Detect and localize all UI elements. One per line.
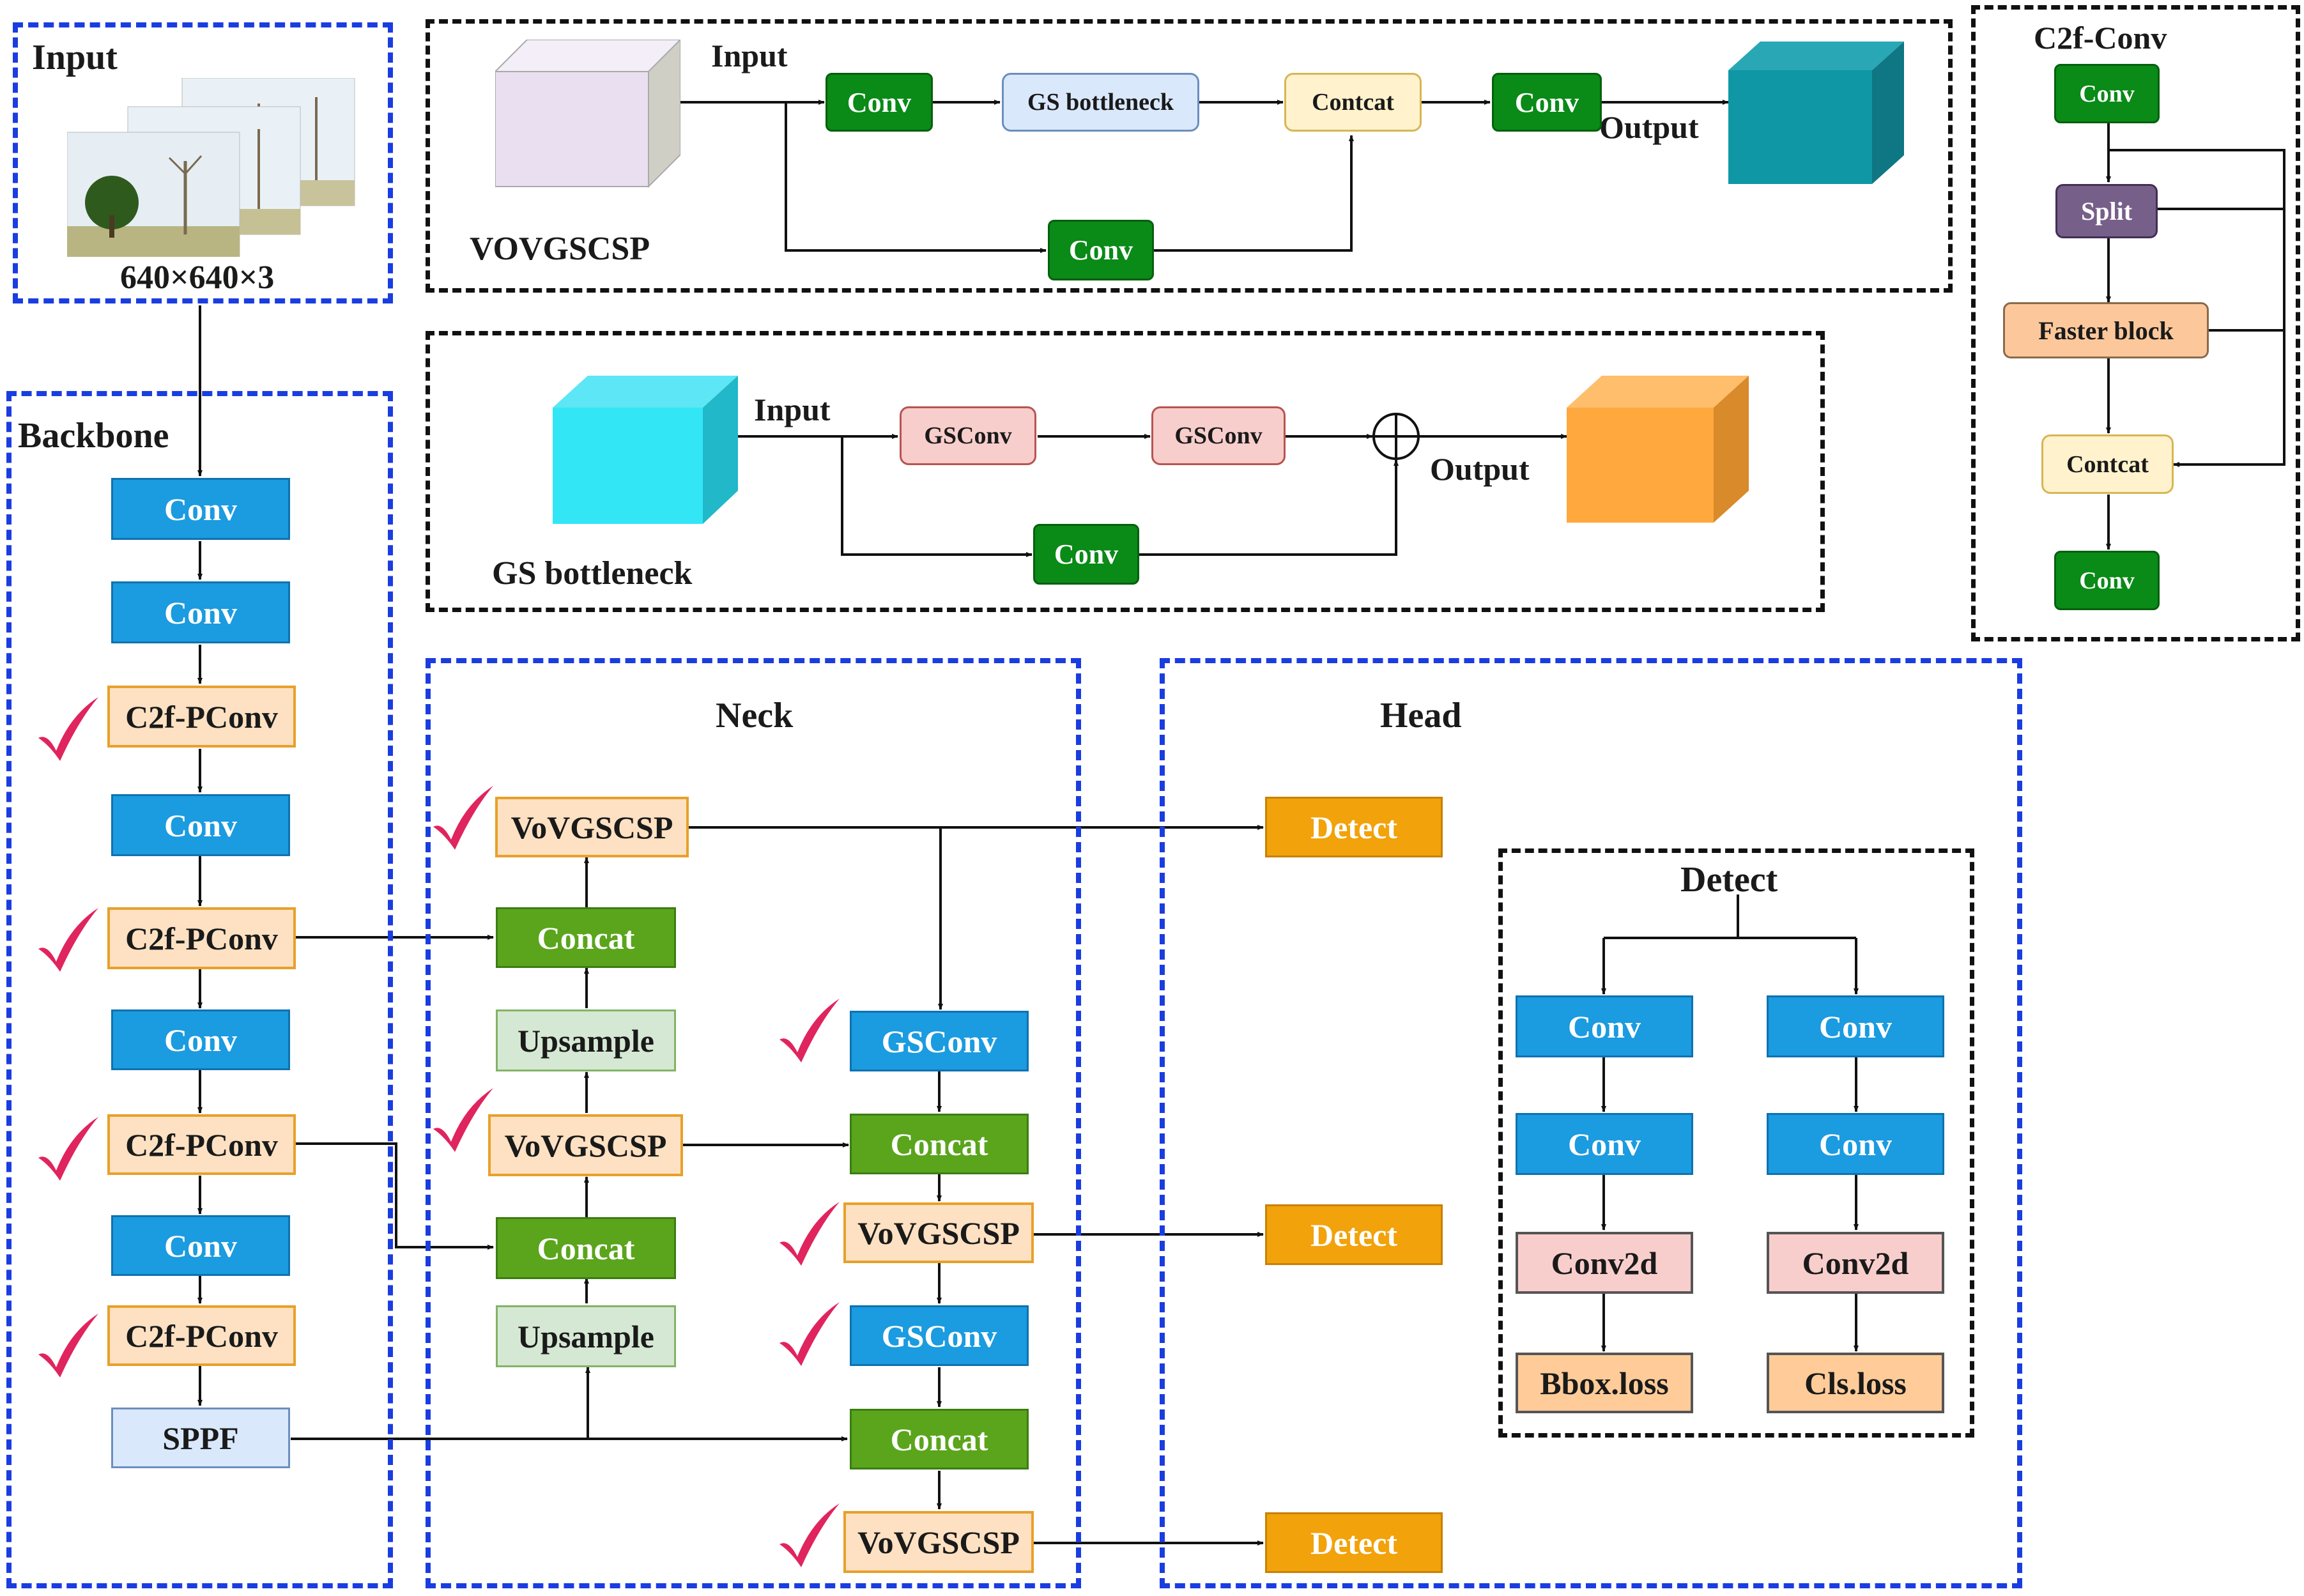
detect-right-conv-1[interactable]: Conv: [1767, 995, 1944, 1057]
backbone-c2f-pconv-3[interactable]: C2f-PConv: [107, 1114, 296, 1175]
gs-input-cube-icon: [553, 376, 738, 524]
neck-upsample-1[interactable]: Upsample: [496, 1009, 676, 1071]
check-icon: [38, 1314, 98, 1377]
vovgscsp-conv-1[interactable]: Conv: [826, 73, 933, 132]
neck-concat-4[interactable]: Concat: [850, 1409, 1029, 1469]
neck-gsconv-1[interactable]: GSConv: [850, 1011, 1029, 1071]
c2f-split[interactable]: Split: [2055, 184, 2158, 238]
detect-left-conv2d[interactable]: Conv2d: [1516, 1232, 1693, 1294]
check-icon: [780, 1302, 840, 1366]
c2f-conv-title: C2f-Conv: [2034, 20, 2167, 56]
head-panel: [1160, 658, 2022, 1588]
check-icon: [38, 697, 98, 761]
detect-panel-title: Detect: [1680, 860, 1778, 900]
detect-output-2[interactable]: Detect: [1265, 1204, 1443, 1265]
gs-conv-skip[interactable]: Conv: [1033, 524, 1139, 585]
detect-panel: [1498, 848, 1974, 1438]
detect-output-3[interactable]: Detect: [1265, 1512, 1443, 1573]
neck-vovgscsp-top[interactable]: VoVGSCSP: [495, 797, 689, 857]
backbone-c2f-pconv-1[interactable]: C2f-PConv: [107, 686, 296, 748]
backbone-panel: [6, 391, 393, 1588]
backbone-c2f-pconv-4[interactable]: C2f-PConv: [107, 1305, 296, 1366]
detect-bbox-loss[interactable]: Bbox.loss: [1516, 1353, 1693, 1413]
vovgscsp-conv-out[interactable]: Conv: [1492, 73, 1602, 132]
check-icon: [780, 1202, 840, 1266]
input-size: 640×640×3: [120, 259, 275, 296]
neck-upsample-2[interactable]: Upsample: [496, 1305, 676, 1367]
neck-panel: [426, 658, 1081, 1588]
check-icon: [780, 999, 840, 1063]
neck-gsconv-2[interactable]: GSConv: [850, 1305, 1029, 1366]
c2f-conv-top[interactable]: Conv: [2054, 64, 2160, 123]
head-title: Head: [1380, 696, 1462, 735]
backbone-c2f-pconv-2[interactable]: C2f-PConv: [107, 907, 296, 969]
backbone-sppf[interactable]: SPPF: [111, 1408, 290, 1468]
gs-output-label: Output: [1430, 451, 1530, 487]
neck-vovgscsp-right-1[interactable]: VoVGSCSP: [843, 1202, 1034, 1263]
vovgscsp-conv-skip[interactable]: Conv: [1048, 220, 1154, 280]
detect-cls-loss[interactable]: Cls.loss: [1767, 1353, 1944, 1413]
backbone-conv-5[interactable]: Conv: [111, 1215, 290, 1276]
neck-concat-2[interactable]: Concat: [496, 1217, 676, 1279]
vovgscsp-title: VOVGSCSP: [470, 231, 650, 267]
detect-output-1[interactable]: Detect: [1265, 797, 1443, 857]
c2f-conv-panel: [1971, 5, 2300, 641]
vovgscsp-panel: [426, 19, 1953, 293]
gs-gsconv-2[interactable]: GSConv: [1151, 406, 1286, 465]
tree-photo-icon: [66, 77, 355, 257]
c2f-faster-block[interactable]: Faster block: [2003, 302, 2209, 358]
gs-gsconv-1[interactable]: GSConv: [900, 406, 1036, 465]
check-icon: [38, 1117, 98, 1181]
neck-vovgscsp-mid[interactable]: VoVGSCSP: [488, 1114, 683, 1176]
detect-left-conv-2[interactable]: Conv: [1516, 1113, 1693, 1175]
backbone-conv-1[interactable]: Conv: [111, 478, 290, 540]
check-icon: [433, 786, 493, 850]
output-cube-icon: [1728, 42, 1904, 184]
detect-right-conv2d[interactable]: Conv2d: [1767, 1232, 1944, 1294]
detect-right-conv-2[interactable]: Conv: [1767, 1113, 1944, 1175]
backbone-conv-2[interactable]: Conv: [111, 581, 290, 643]
input-panel: [13, 22, 393, 303]
check-icon: [38, 908, 98, 972]
gs-bottleneck-title: GS bottleneck: [492, 555, 693, 592]
backbone-conv-3[interactable]: Conv: [111, 794, 290, 856]
backbone-title: Backbone: [18, 416, 169, 456]
vovgscsp-output-label: Output: [1599, 109, 1699, 145]
vovgscsp-gs-bottleneck[interactable]: GS bottleneck: [1002, 73, 1199, 132]
gs-output-cube-icon: [1567, 376, 1749, 523]
detect-left-conv-1[interactable]: Conv: [1516, 995, 1693, 1057]
c2f-conv-bottom[interactable]: Conv: [2054, 551, 2160, 610]
input-title: Input: [32, 38, 118, 77]
input-image-stack: [66, 77, 361, 257]
neck-vovgscsp-right-2[interactable]: VoVGSCSP: [843, 1511, 1034, 1573]
neck-concat-3[interactable]: Concat: [850, 1114, 1029, 1174]
input-cube-icon: [495, 40, 680, 188]
vovgscsp-concat[interactable]: Contcat: [1284, 73, 1422, 132]
c2f-concat[interactable]: Contcat: [2041, 434, 2174, 494]
check-icon: [433, 1088, 493, 1152]
backbone-conv-4[interactable]: Conv: [111, 1009, 290, 1070]
vovgscsp-input-label: Input: [711, 38, 788, 73]
neck-concat-1[interactable]: Concat: [496, 907, 676, 968]
gs-bottleneck-panel: [426, 331, 1825, 612]
gs-input-label: Input: [754, 392, 831, 427]
check-icon: [780, 1503, 840, 1567]
neck-title: Neck: [716, 696, 794, 735]
